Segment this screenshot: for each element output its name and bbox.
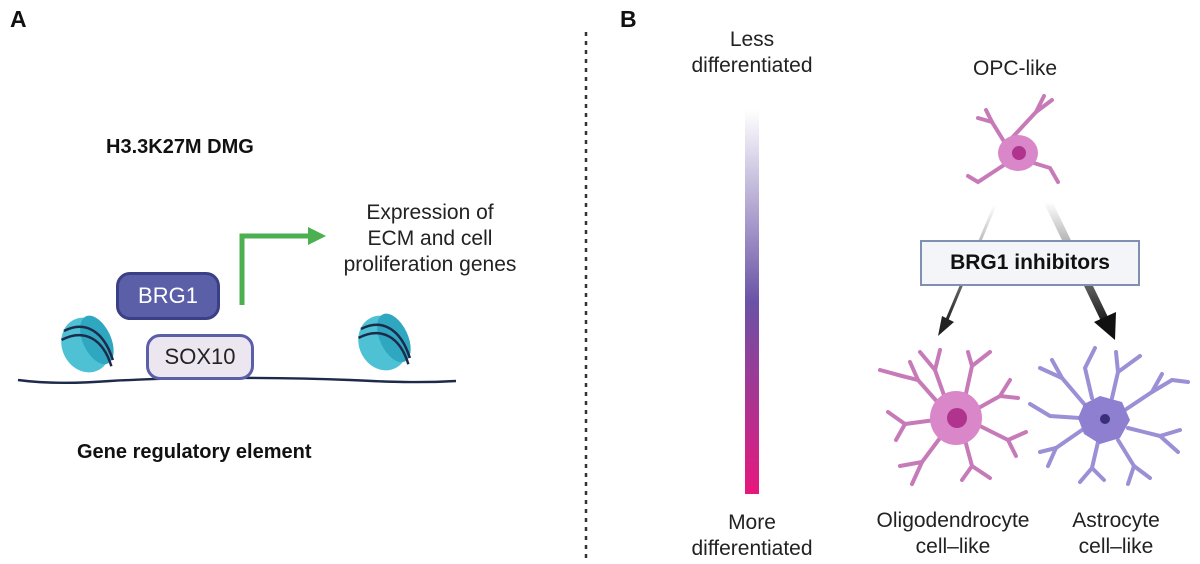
expression-label: Expression of ECM and cell proliferation…: [343, 201, 517, 276]
brg1-label: BRG1: [138, 283, 198, 308]
panel-a-title: H3.3K27M DMG: [106, 136, 254, 158]
opc-like-label: OPC-like: [972, 57, 1057, 80]
dna-strand: [17, 376, 457, 385]
less-differentiated-label: Less differentiated: [691, 28, 813, 77]
brg1-inhibitors-box: BRG1 inhibitors: [920, 240, 1140, 286]
brg1-inhibitors-label: BRG1 inhibitors: [950, 251, 1110, 274]
nucleosome-right: [357, 313, 412, 371]
gene-regulatory-element-label: Gene regulatory element: [77, 441, 312, 463]
sox10-label: SOX10: [164, 344, 236, 369]
differentiation-gradient-bar: [745, 110, 759, 494]
panel-b-letter: B: [620, 6, 637, 32]
oligodendrocyte-label: Oligodendrocyte cell–like: [876, 509, 1030, 558]
more-differentiated-label: More differentiated: [691, 511, 813, 560]
transcription-arrow: [239, 227, 326, 305]
brg1-protein: BRG1: [116, 272, 220, 320]
nucleosome-left: [60, 315, 115, 373]
panel-a-letter: A: [10, 6, 27, 32]
oligodendrocyte-illustration: [878, 348, 1028, 486]
astrocyte-illustration: [1028, 346, 1190, 486]
astrocyte-label: Astrocyte cell–like: [1072, 509, 1160, 558]
sox10-protein: SOX10: [146, 334, 254, 380]
